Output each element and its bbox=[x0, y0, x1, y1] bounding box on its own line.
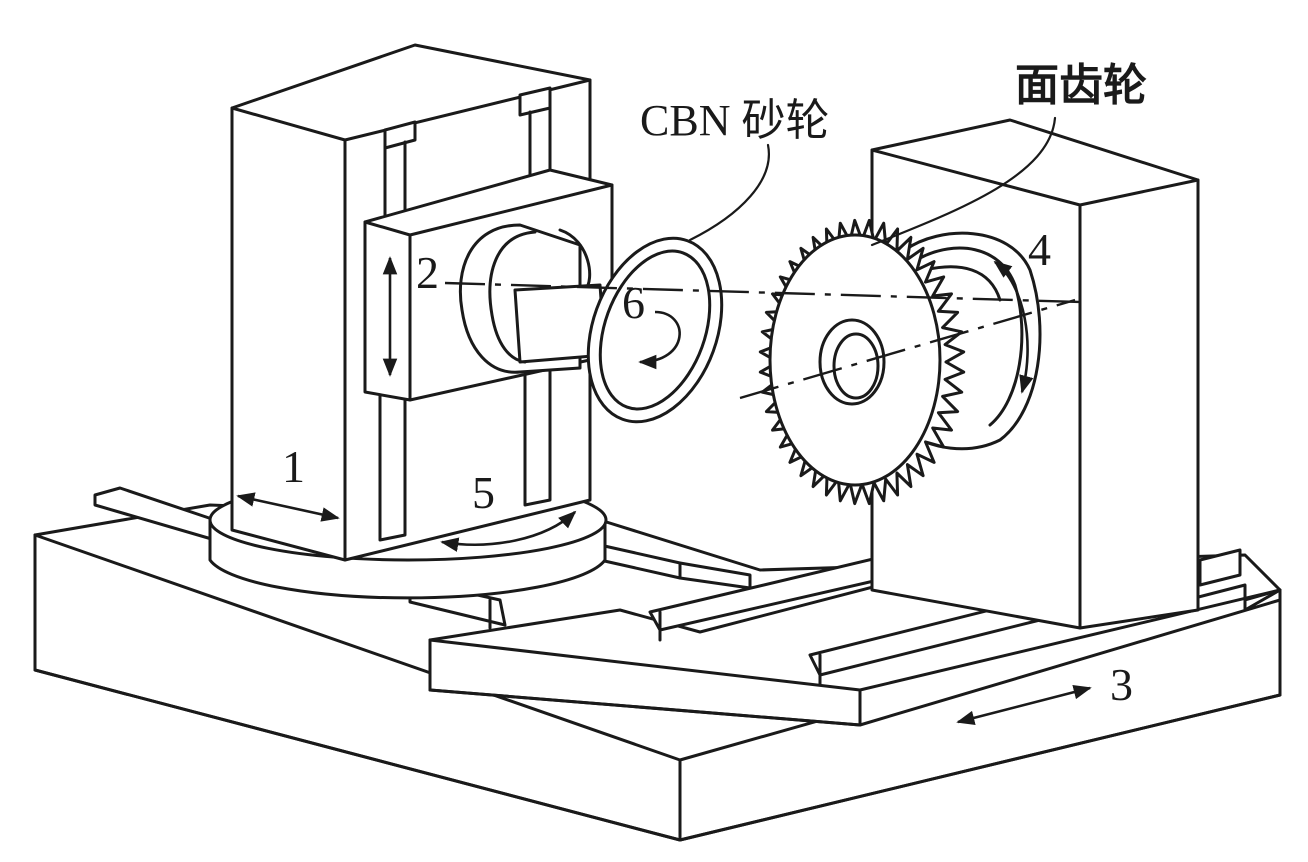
axis-6-arrow bbox=[638, 310, 681, 370]
axis-5-arrow bbox=[440, 510, 577, 552]
axis-number-1: 1 bbox=[282, 441, 305, 492]
axis-number-4: 4 bbox=[1028, 224, 1051, 275]
cbn-grinding-wheel bbox=[586, 236, 724, 424]
axis-3-arrow bbox=[956, 685, 1092, 725]
cbn-leader-line bbox=[688, 143, 770, 242]
axis-number-5: 5 bbox=[472, 467, 495, 518]
face-gear-label: 面齿轮 bbox=[1015, 60, 1147, 111]
face-gear bbox=[758, 218, 966, 506]
axis-4-arrow bbox=[993, 260, 1034, 394]
axis-number-2: 2 bbox=[416, 247, 439, 298]
cbn-wheel-label: CBN 砂轮 bbox=[640, 96, 829, 145]
left-spindle-axis bbox=[444, 281, 1081, 304]
axis-1-arrow bbox=[236, 492, 340, 522]
face-gear-leader-line bbox=[870, 116, 1057, 247]
axis-number-3: 3 bbox=[1110, 659, 1133, 710]
axis-number-6: 6 bbox=[622, 277, 645, 328]
left-spindle bbox=[458, 223, 607, 374]
